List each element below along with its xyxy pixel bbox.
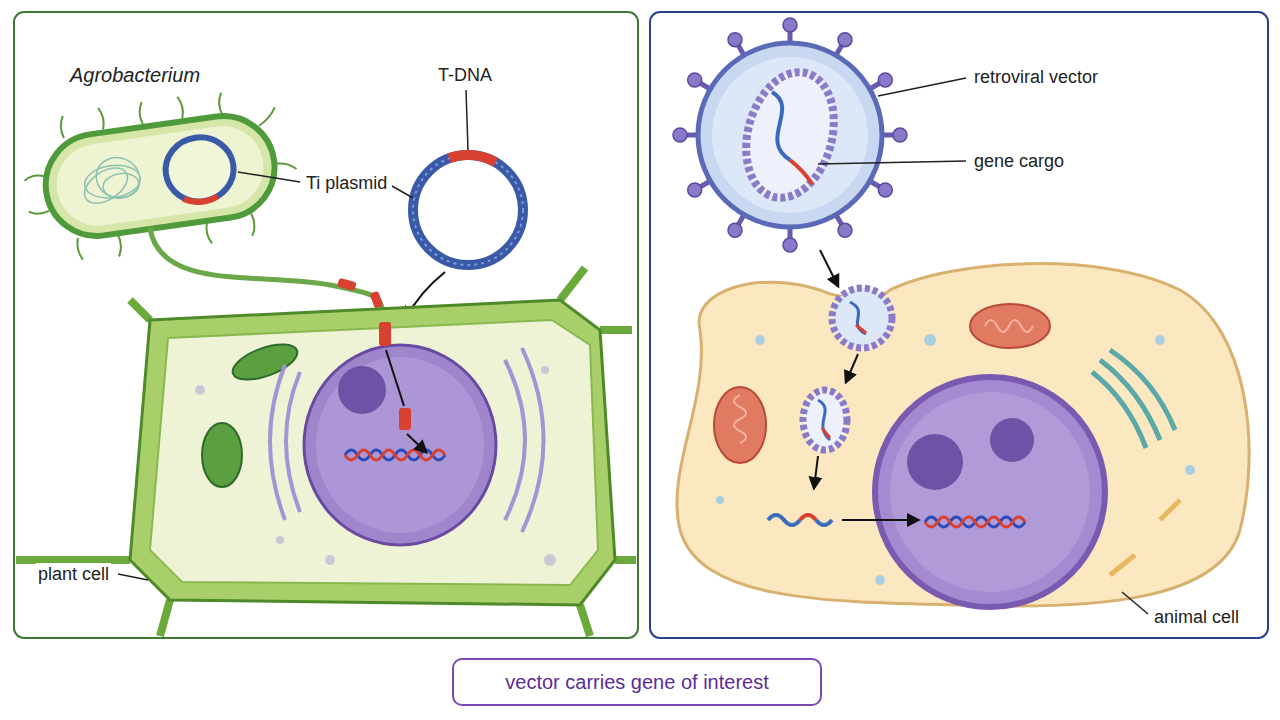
- leader-lines: [118, 78, 1148, 614]
- caption-text: vector carries gene of interest: [505, 671, 768, 694]
- plant-cell: [16, 268, 636, 636]
- animal-cell: [677, 264, 1249, 607]
- animal-panel: [650, 12, 1268, 638]
- plant-panel: [14, 12, 638, 638]
- part-label: gene cargo: [972, 150, 1066, 172]
- retrovirus: [673, 18, 907, 252]
- part-label: T-DNA: [436, 64, 494, 86]
- part-label: animal cell: [1152, 606, 1241, 628]
- bacterium: [16, 82, 305, 268]
- part-label: Ti plasmid: [304, 172, 389, 194]
- part-label: retroviral vector: [972, 66, 1100, 88]
- part-label: Agrobacterium: [68, 64, 202, 86]
- caption-box: vector carries gene of interest: [452, 658, 822, 706]
- part-label: plant cell: [36, 563, 111, 585]
